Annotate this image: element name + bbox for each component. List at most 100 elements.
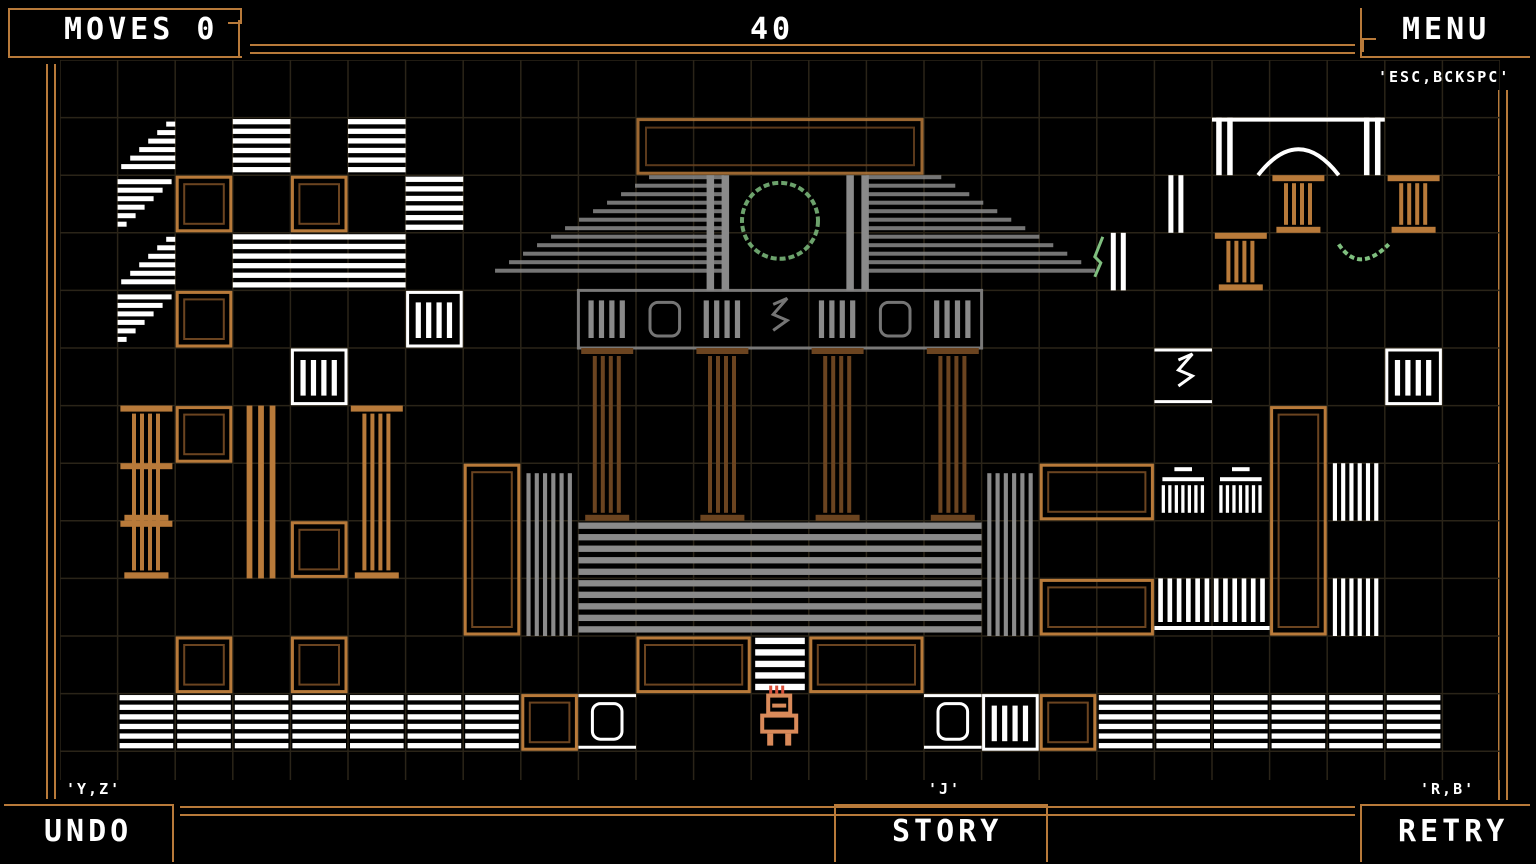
column-icon <box>696 348 749 521</box>
game-board[interactable] <box>60 60 1500 780</box>
column-icon <box>120 405 173 521</box>
white-slab <box>1386 695 1441 749</box>
story-keys: 'J' <box>928 780 962 798</box>
white-slab-long <box>232 234 406 288</box>
bronze-crate <box>1039 694 1097 751</box>
temple-side-pillar <box>987 473 1033 636</box>
bronze-crate <box>290 636 348 694</box>
bronze-crate-wide <box>1039 463 1154 521</box>
owl-glyph-icon <box>878 300 912 338</box>
white-slab <box>755 637 805 691</box>
white-grate-block <box>290 348 348 406</box>
bronze-crate <box>175 290 233 348</box>
bronze-crate <box>521 694 578 751</box>
top-rail <box>250 44 1355 46</box>
bronze-crate-tall <box>463 463 521 636</box>
menu-label: MENU <box>1402 12 1491 47</box>
snake-glyph-icon <box>1175 352 1196 388</box>
bottom-rail-inner <box>180 814 1355 816</box>
temple-frieze <box>576 288 984 350</box>
left-rail-inner <box>54 64 56 799</box>
white-slab <box>177 695 231 749</box>
greek-key-corner-icon <box>228 8 242 24</box>
white-slab <box>465 695 519 749</box>
white-slab <box>348 119 406 173</box>
urn-rim <box>1220 477 1262 482</box>
column-icon <box>120 520 173 579</box>
white-slab <box>234 695 289 749</box>
owl-glyph-icon <box>936 702 970 741</box>
bronze-crate <box>175 175 233 233</box>
white-grate-block <box>982 694 1039 751</box>
white-pillar-block <box>1332 578 1379 636</box>
right-rail-inner <box>1506 90 1508 800</box>
story-label: STORY <box>892 814 1003 849</box>
bronze-crate <box>175 406 233 463</box>
wreath-icon <box>740 180 820 261</box>
moves-frame <box>8 8 242 58</box>
undo-keys: 'Y,Z' <box>66 780 122 798</box>
bronze-crate <box>175 636 233 694</box>
white-slab <box>119 695 174 749</box>
story-button[interactable]: STORY <box>834 804 1048 862</box>
wreath-icon <box>1337 242 1391 262</box>
bronze-crate-wide <box>1039 578 1154 636</box>
bronze-crate-wide <box>809 636 924 694</box>
white-urn <box>1219 485 1262 513</box>
snake-glyph-icon <box>770 297 791 332</box>
temple-side-pillar <box>526 473 572 636</box>
white-slab <box>292 695 346 749</box>
moves-frame-top <box>8 8 230 10</box>
bronze-crate <box>290 175 348 233</box>
white-slab <box>1156 695 1210 749</box>
moves-counter: MOVES 0 <box>64 12 219 47</box>
white-stair-block <box>121 121 176 170</box>
white-urn <box>1161 485 1205 513</box>
column-icon <box>1272 175 1325 233</box>
owl-tile <box>924 694 982 749</box>
urn-lid <box>1232 467 1250 472</box>
column-icon <box>581 348 634 521</box>
bronze-crate-tall <box>1270 406 1327 636</box>
urn-rim <box>1162 477 1204 482</box>
moves-frame-right <box>238 20 240 56</box>
white-slab <box>407 695 462 749</box>
white-stair-block <box>121 236 176 285</box>
snake-tile <box>1154 348 1212 404</box>
retry-button[interactable]: RETRY <box>1360 804 1530 862</box>
undo-label: UNDO <box>44 814 133 849</box>
player-hoplite-icon <box>760 685 799 746</box>
undo-button[interactable]: UNDO <box>4 804 174 862</box>
level-number: 40 <box>750 12 795 47</box>
bronze-crate-wide <box>636 636 751 694</box>
white-stair-block <box>117 294 172 342</box>
white-grate-block <box>406 290 463 348</box>
white-slab <box>1098 695 1153 749</box>
owl-glyph-icon <box>590 702 624 741</box>
top-rail-inner <box>250 52 1355 54</box>
greek-key-corner-icon <box>1362 38 1376 52</box>
bronze-crate <box>290 521 348 578</box>
right-rail <box>1498 90 1500 800</box>
white-ledge <box>1154 626 1270 630</box>
white-stair-block <box>117 179 172 227</box>
white-slab <box>405 176 464 230</box>
menu-keys: 'ESC,BCKSPC' <box>1378 68 1511 86</box>
ruined-arch <box>1093 117 1391 278</box>
column-icon <box>1214 232 1267 291</box>
column-icon <box>811 348 864 521</box>
temple-facade <box>495 118 1096 350</box>
bronze-pole <box>246 405 276 579</box>
column-icon <box>1387 175 1440 233</box>
white-pillar-block <box>1332 463 1379 521</box>
temple-steps <box>578 522 982 633</box>
urn-lid <box>1174 467 1192 472</box>
bottom-rail <box>180 806 1355 808</box>
white-grate-block <box>1385 348 1442 406</box>
retry-label: RETRY <box>1398 814 1509 849</box>
column-icon <box>350 405 403 579</box>
owl-tile <box>578 694 636 749</box>
menu-button[interactable]: MENU <box>1360 8 1530 58</box>
left-rail <box>46 64 48 799</box>
white-slab <box>1329 695 1383 749</box>
